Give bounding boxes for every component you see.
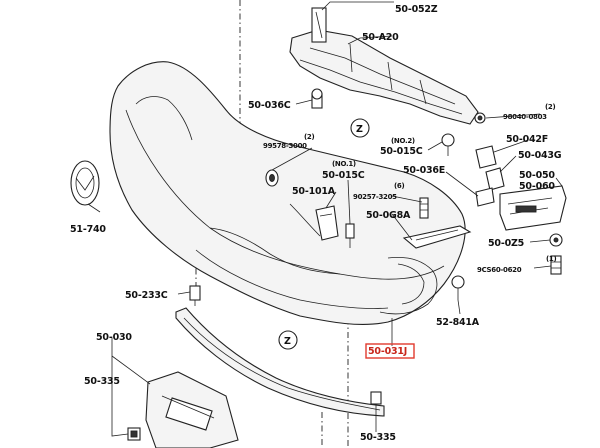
label-50-050: 50-050 [519, 170, 555, 181]
side-bracket-50-050[interactable] [499, 185, 567, 231]
label-no2: (NO.2) [391, 137, 415, 145]
label-50-043g: 50-043G [518, 150, 562, 161]
label-99578-3000-qty: (2) [304, 133, 314, 141]
reference-z-top: Z [350, 118, 370, 138]
label-50-233c: 50-233C [125, 290, 168, 301]
label-50-052z: 50-052Z [395, 4, 438, 15]
label-50-031j[interactable]: 50-031J [368, 346, 407, 357]
label-50-0g8a: 50-0G8A [366, 210, 411, 221]
label-50-036e: 50-036E [403, 165, 445, 176]
bolt-9cs60-0620[interactable] [550, 255, 562, 275]
label-9cs60-0620: 9CS60-0620 [477, 266, 522, 274]
clip-50-335-left[interactable] [127, 427, 141, 441]
bolt-98040-0803[interactable] [474, 112, 486, 124]
label-no1: (NO.1) [332, 160, 356, 168]
label-50-335-left: 50-335 [84, 376, 120, 387]
front-bumper-cover-part[interactable] [109, 61, 466, 326]
license-plate-bracket-50-030[interactable] [145, 371, 239, 448]
reference-z-bottom: Z [278, 330, 298, 350]
highlight-box-50-031j [365, 343, 415, 359]
reference-z-top-label: Z [356, 124, 363, 135]
label-90257-3205-qty: (6) [394, 182, 404, 190]
label-51-740: 51-740 [70, 224, 106, 235]
stay-50-0g8a[interactable] [402, 225, 472, 249]
bracket-50-036e[interactable] [475, 187, 495, 207]
bolt-50-036c[interactable] [311, 88, 323, 109]
emblem-51-740[interactable] [70, 160, 100, 206]
leader-lines [87, 1, 563, 437]
label-50-042f: 50-042F [506, 134, 548, 145]
label-50-101a: 50-101A [292, 186, 336, 197]
label-99578-3000: 99578-3000 [263, 142, 307, 150]
label-90257-3205: 90257-3205 [353, 193, 397, 201]
label-9cs60-0620-qty: (1) [546, 255, 556, 263]
label-50-030: 50-030 [96, 332, 132, 343]
label-50-a20: 50-A20 [362, 32, 399, 43]
clip-50-043g[interactable] [485, 167, 505, 191]
label-50-060: 50-060 [519, 181, 555, 192]
bolt-52-841a[interactable] [451, 275, 465, 300]
screw-50-015c-top[interactable] [441, 133, 455, 156]
label-98040-0803: 98040-0803 [503, 113, 547, 121]
label-52-841a: 52-841A [436, 317, 480, 328]
label-50-015c: 50-015C [322, 170, 365, 181]
bracket-50-101a[interactable] [315, 205, 339, 241]
label-98040-0803-qty: (2) [545, 103, 555, 111]
nut-50-0z5[interactable] [549, 233, 563, 247]
lower-spoiler-part-50-031j[interactable] [175, 307, 385, 417]
label-50-015c-top: 50-015C [380, 146, 423, 157]
label-50-0z5: 50-0Z5 [488, 238, 524, 249]
clip-50-335-bottom[interactable] [370, 391, 382, 412]
bracket-50-042f[interactable] [475, 145, 497, 169]
clip-50-233c[interactable] [189, 285, 201, 306]
label-50-335-bottom: 50-335 [360, 432, 396, 443]
reference-z-bottom-label: Z [284, 336, 291, 347]
bumper-reinforcement-part[interactable] [289, 7, 479, 125]
bolt-90257-3205[interactable] [419, 197, 429, 219]
label-50-036c: 50-036C [248, 100, 291, 111]
clip-99578-3000[interactable] [265, 169, 279, 187]
